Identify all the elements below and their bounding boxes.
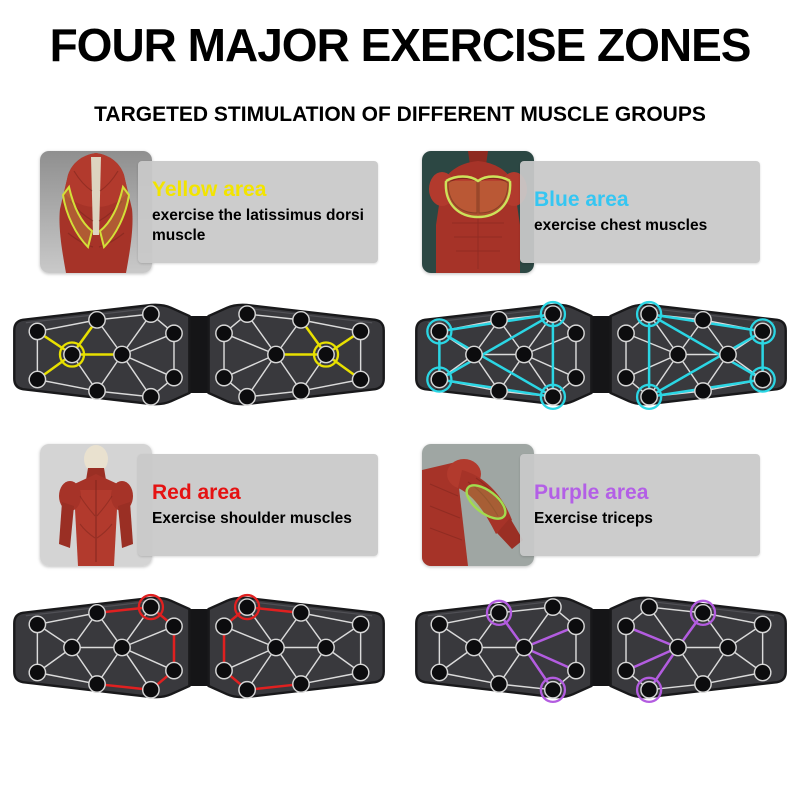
- zone-label-box-purple: Purple area Exercise triceps: [520, 453, 760, 556]
- boards-row-top: [0, 291, 800, 418]
- page-title: FOUR MAJOR EXERCISE ZONES: [49, 19, 752, 71]
- zone-name-yellow: Yellow area: [152, 178, 267, 202]
- back-latissimus-image: [40, 150, 152, 273]
- zone-label-box-yellow: Yellow area exercise the latissimus dors…: [138, 160, 378, 263]
- zone-cards-row-top: Yellow area exercise the latissimus dors…: [0, 150, 800, 273]
- zone-name-red: Red area: [152, 481, 241, 505]
- chest-muscles-image: [422, 150, 534, 273]
- pushup-board-purple-zone: [415, 596, 787, 703]
- boards-row-bottom: [0, 584, 800, 711]
- shoulder-muscles-image: [40, 443, 152, 566]
- pushup-board-yellow-zone: [13, 303, 385, 406]
- zone-card-red: Red area Exercise shoulder muscles: [40, 443, 378, 566]
- zone-label-box-red: Red area Exercise shoulder muscles: [138, 453, 378, 556]
- zone-name-purple: Purple area: [534, 481, 649, 505]
- zone-desc-blue: exercise chest muscles: [534, 217, 708, 235]
- zone-desc-yellow: exercise the latissimus dorsi muscle: [152, 207, 364, 245]
- zone-desc-red: Exercise shoulder muscles: [152, 510, 352, 528]
- page-subtitle: TARGETED STIMULATION OF DIFFERENT MUSCLE…: [94, 102, 706, 126]
- zone-name-blue: Blue area: [534, 188, 629, 212]
- zone-card-blue: Blue area exercise chest muscles: [422, 150, 760, 273]
- triceps-muscles-image: [422, 443, 534, 566]
- zone-label-box-blue: Blue area exercise chest muscles: [520, 160, 760, 263]
- pushup-board-blue-zone: [415, 300, 787, 410]
- zone-desc-purple: Exercise triceps: [534, 510, 653, 528]
- zone-cards-row-bottom: Red area Exercise shoulder muscles: [0, 443, 800, 566]
- pushup-board-red-zone: [13, 593, 385, 699]
- zone-card-purple: Purple area Exercise triceps: [422, 443, 760, 566]
- zone-card-yellow: Yellow area exercise the latissimus dors…: [40, 150, 378, 273]
